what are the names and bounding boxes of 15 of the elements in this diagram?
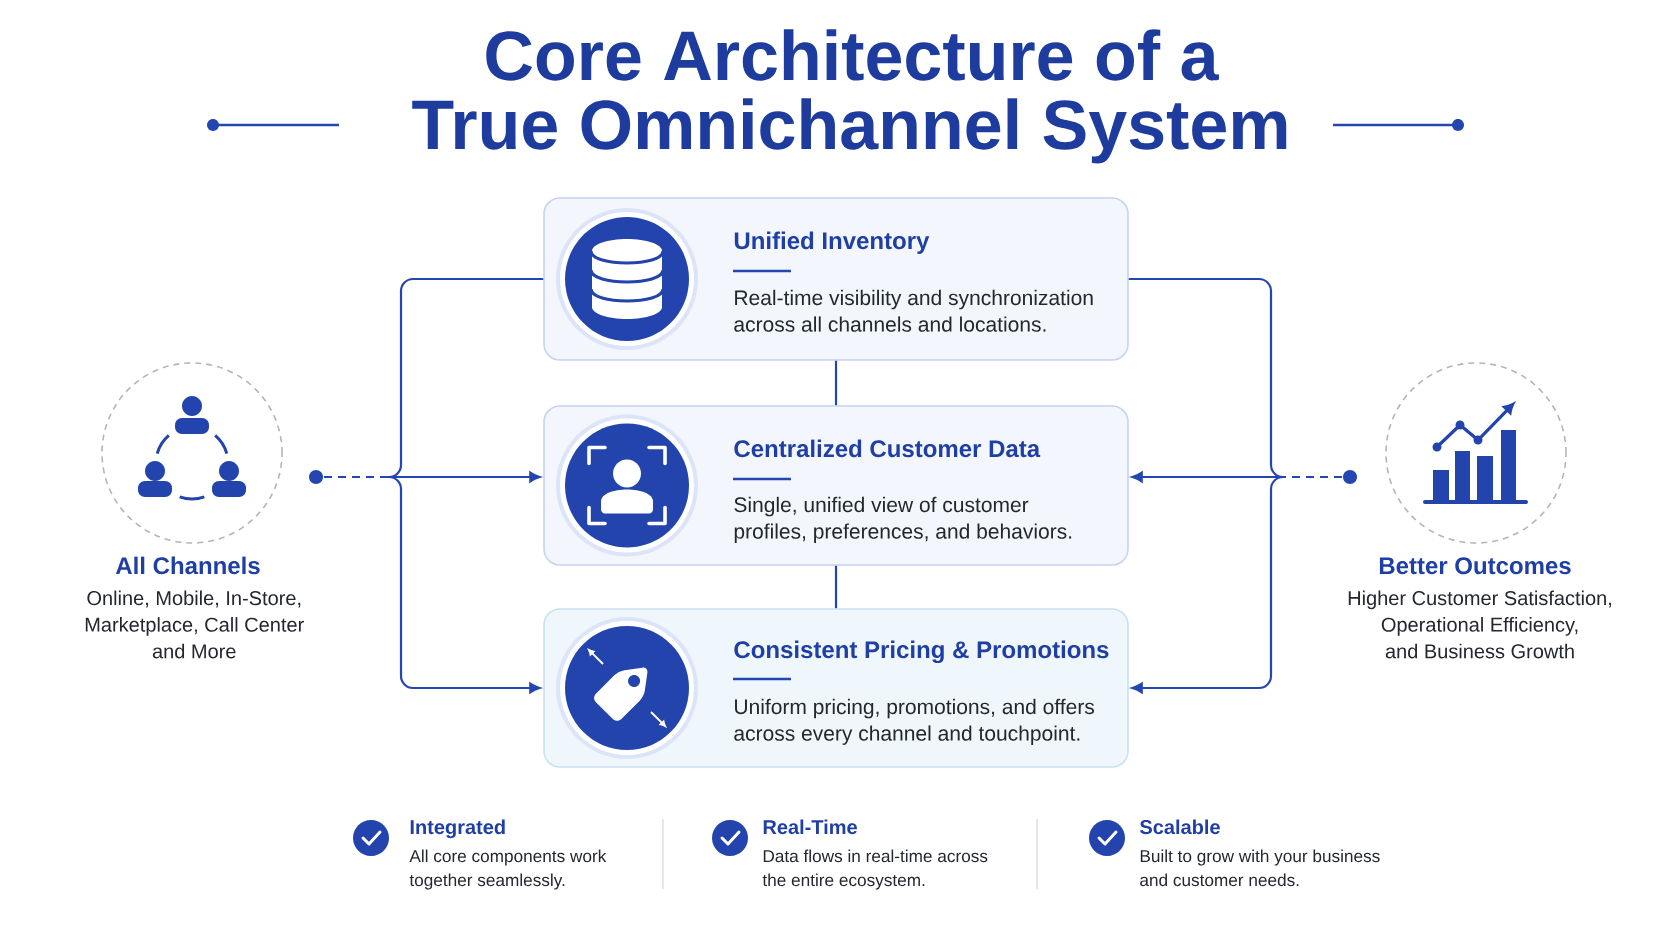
heading: Better Outcomes	[1379, 557, 1571, 575]
description: Higher Customer Satisfaction, Operational Efficiency, and Business Growth	[1348, 590, 1611, 659]
feature-text: Data flows in real-time across the entire ecosystem.	[762, 849, 988, 890]
heading: All Channels	[115, 556, 260, 575]
connector	[834, 360, 838, 406]
description: Online, Mobile, In-Store, Marketplace, Call Center and More	[85, 590, 304, 659]
feature-text: All core components work together seamlessly.	[409, 849, 607, 890]
title: Core Architecture of a True Omnichannel System	[412, 29, 1287, 164]
connector	[834, 565, 838, 609]
feature-title: Integrated	[410, 819, 505, 839]
feature-title: Scalable	[1139, 819, 1220, 835]
connector	[1131, 475, 1286, 694]
feature-text: Built to grow with your business and customer needs.	[1140, 849, 1380, 887]
feature-title: Real-Time	[763, 819, 857, 835]
connector	[386, 475, 541, 694]
